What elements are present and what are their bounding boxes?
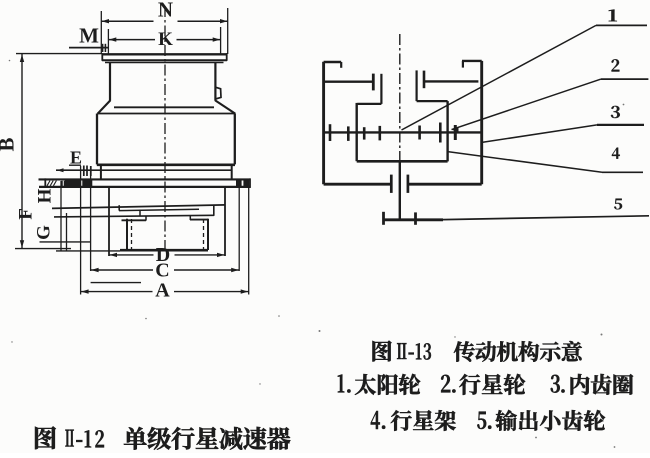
svg-text:E: E	[70, 148, 82, 168]
svg-text:D: D	[156, 244, 170, 266]
svg-text:F: F	[16, 208, 37, 220]
svg-text:H: H	[35, 188, 56, 203]
svg-text:K: K	[158, 29, 173, 50]
svg-text:G: G	[34, 225, 55, 240]
svg-text:A: A	[155, 280, 170, 302]
svg-text:M: M	[79, 24, 99, 48]
svg-text:N: N	[158, 0, 173, 22]
svg-text:B: B	[0, 137, 19, 151]
svg-text:C: C	[155, 260, 169, 282]
